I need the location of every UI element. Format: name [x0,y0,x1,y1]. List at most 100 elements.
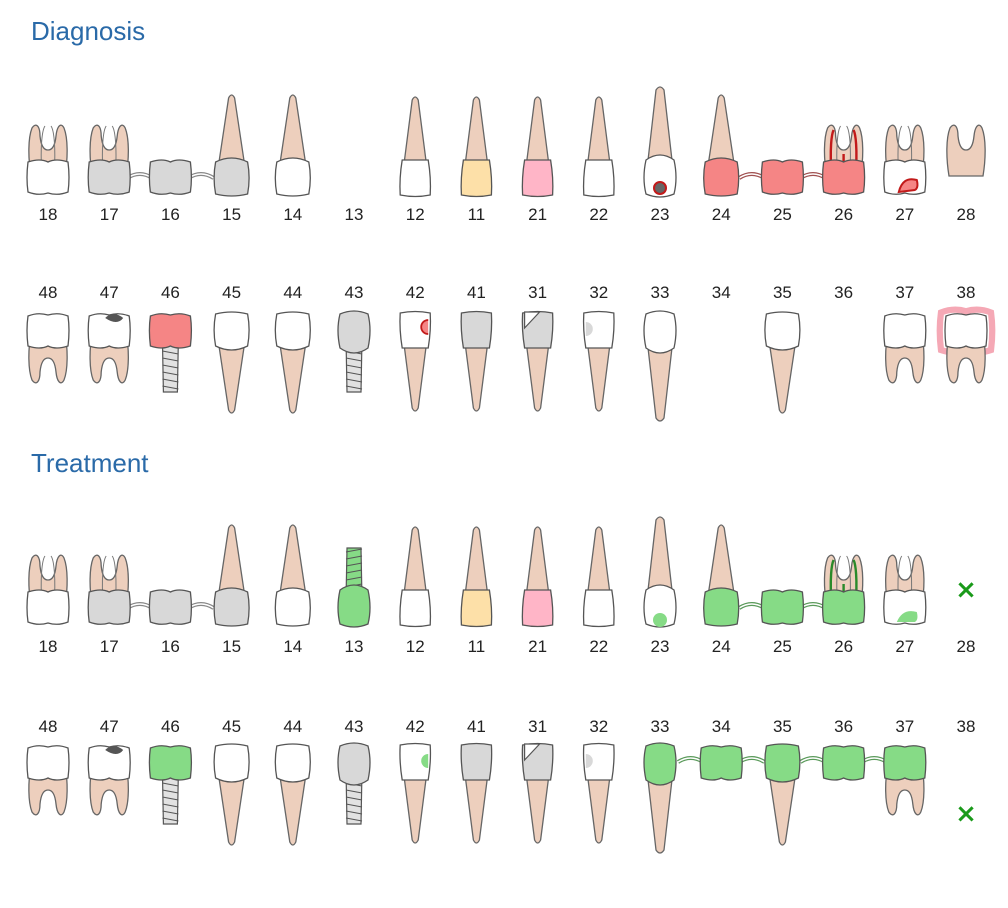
tooth-crown[interactable] [399,159,432,198]
tooth-35[interactable] [764,311,801,414]
tooth-crown[interactable] [699,745,743,781]
tooth-18[interactable] [26,554,70,625]
tooth-17[interactable] [87,124,131,195]
tooth-crown[interactable] [703,157,740,197]
tooth-21[interactable] [521,526,554,628]
tooth-32[interactable] [582,310,615,412]
tooth-crown[interactable] [582,310,615,349]
tooth-crown[interactable] [274,311,311,351]
tooth-47[interactable] [87,313,131,384]
tooth-28[interactable] [946,124,986,177]
tooth-crown[interactable] [821,745,866,781]
tooth-crown[interactable] [213,587,250,627]
tooth-38[interactable] [936,306,996,384]
tooth-crown[interactable] [944,313,988,349]
tooth-crown[interactable] [643,154,677,198]
tooth-crown[interactable] [87,159,131,195]
tooth-35[interactable] [764,743,801,846]
tooth-18[interactable] [26,124,70,195]
tooth-15[interactable] [213,94,250,197]
tooth-crown[interactable] [148,745,193,781]
tooth-36[interactable] [821,745,866,781]
tooth-crown[interactable] [460,159,493,198]
tooth-crown[interactable] [764,743,801,783]
tooth-11[interactable] [460,96,493,198]
tooth-15[interactable] [213,524,250,627]
tooth-43[interactable] [337,742,371,825]
tooth-25[interactable] [760,589,805,625]
tooth-48[interactable] [26,745,70,816]
tooth-26[interactable] [821,124,866,195]
tooth-23[interactable] [643,516,677,628]
tooth-46[interactable] [148,745,193,825]
tooth-24[interactable] [703,94,740,197]
tooth-21[interactable] [521,96,554,198]
tooth-22[interactable] [582,526,615,628]
tooth-crown[interactable] [760,159,805,195]
tooth-crown[interactable] [213,157,250,197]
tooth-crown[interactable] [582,159,615,198]
tooth-41[interactable] [460,742,493,844]
tooth-crown[interactable] [337,310,371,354]
tooth-46[interactable] [148,313,193,393]
tooth-42[interactable] [399,310,432,412]
tooth-41[interactable] [460,310,493,412]
tooth-crown[interactable] [460,310,493,349]
tooth-13[interactable] [337,547,371,628]
tooth-crown[interactable] [764,311,801,351]
tooth-crown[interactable] [521,589,554,628]
tooth-crown[interactable] [26,745,70,781]
tooth-48[interactable] [26,313,70,384]
tooth-crown[interactable] [883,313,927,349]
tooth-crown[interactable] [213,311,250,351]
tooth-crown[interactable] [26,589,70,625]
tooth-31[interactable] [521,310,554,412]
tooth-33[interactable] [643,742,677,854]
tooth-31[interactable] [521,742,554,844]
tooth-14[interactable] [274,94,311,197]
tooth-crown[interactable] [582,589,615,628]
tooth-crown[interactable] [213,743,250,783]
tooth-crown[interactable] [337,742,371,786]
tooth-crown[interactable] [643,310,677,354]
tooth-crown[interactable] [148,313,193,349]
tooth-crown[interactable] [26,313,70,349]
tooth-crown[interactable] [148,589,193,625]
tooth-crown[interactable] [87,745,131,781]
tooth-crown[interactable] [643,742,677,786]
tooth-crown[interactable] [460,742,493,781]
tooth-24[interactable] [703,524,740,627]
tooth-crown[interactable] [274,157,311,197]
tooth-crown[interactable] [883,745,927,781]
tooth-12[interactable] [399,96,432,198]
tooth-crown[interactable] [703,587,740,627]
tooth-crown[interactable] [87,589,131,625]
tooth-17[interactable] [87,554,131,625]
tooth-32[interactable] [582,742,615,844]
tooth-crown[interactable] [399,589,432,628]
tooth-34[interactable] [699,745,743,781]
tooth-37[interactable] [883,313,927,384]
tooth-crown[interactable] [821,159,866,195]
tooth-44[interactable] [274,743,311,846]
tooth-crown[interactable] [760,589,805,625]
tooth-crown[interactable] [26,159,70,195]
tooth-25[interactable] [760,159,805,195]
tooth-crown[interactable] [274,587,311,627]
tooth-27[interactable] [883,554,927,625]
tooth-crown[interactable] [460,589,493,628]
tooth-crown[interactable] [87,313,131,349]
tooth-crown[interactable] [521,159,554,198]
tooth-crown[interactable] [582,742,615,781]
tooth-27[interactable] [883,124,927,195]
tooth-33[interactable] [643,310,677,422]
tooth-14[interactable] [274,524,311,627]
tooth-12[interactable] [399,526,432,628]
tooth-43[interactable] [337,310,371,393]
tooth-16[interactable] [148,159,193,195]
tooth-47[interactable] [87,745,131,816]
tooth-45[interactable] [213,311,250,414]
tooth-crown[interactable] [821,589,866,625]
tooth-crown[interactable] [399,310,432,349]
tooth-22[interactable] [582,96,615,198]
